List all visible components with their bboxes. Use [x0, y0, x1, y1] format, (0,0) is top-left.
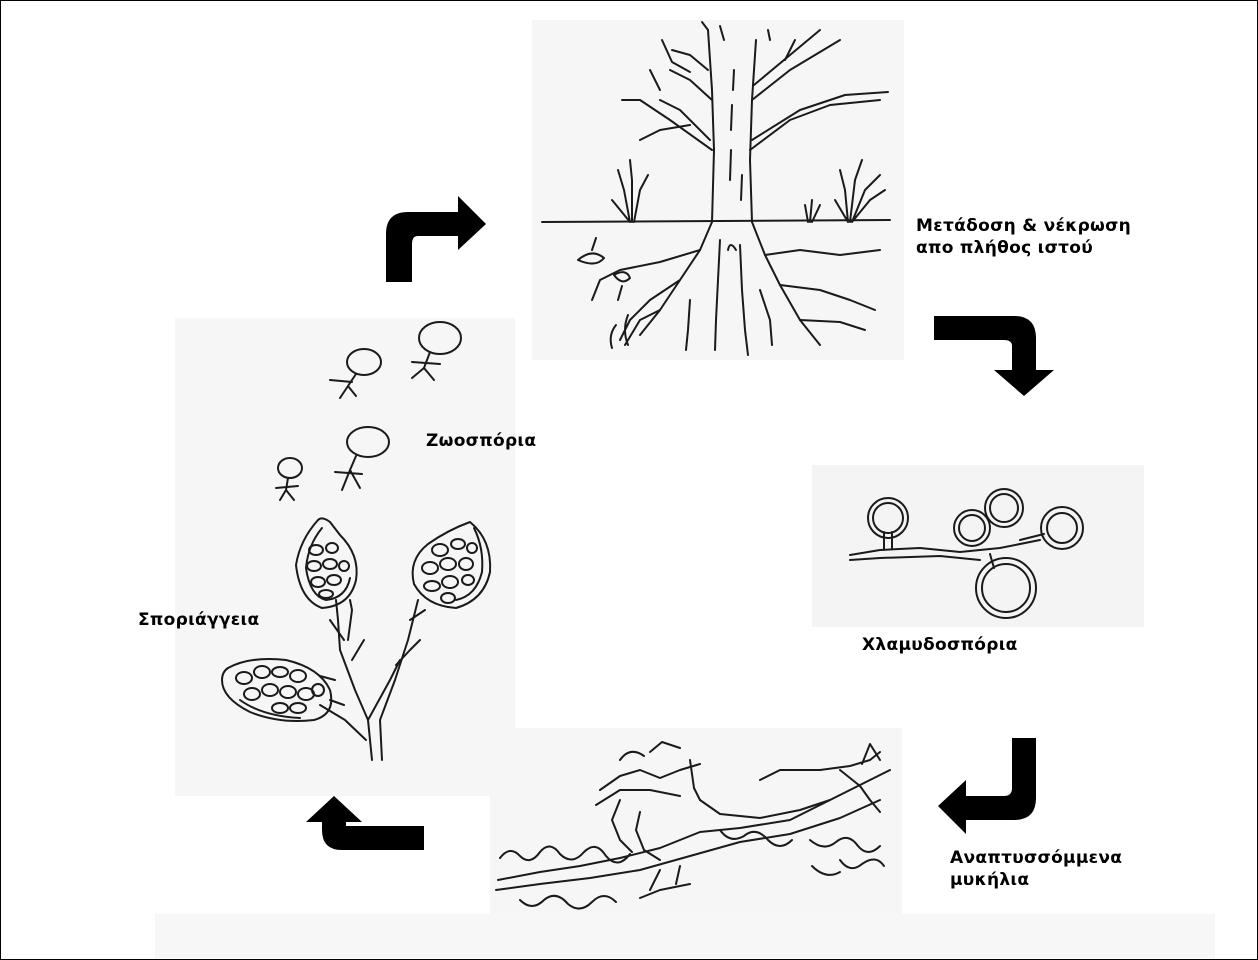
chlamydospores-label: Χλαμυδοσπόρια: [862, 634, 1018, 656]
mycelia-label-line-2: μυκήλια: [950, 869, 1122, 891]
zoospores-label: Ζωοσπόρια: [426, 430, 536, 452]
up-right-arrow-icon: [386, 196, 486, 282]
sporangia-label: Σποριάγγεια: [138, 609, 259, 631]
mycelia-label-line-1: Αναπτυσσόμμενα: [950, 847, 1122, 869]
down-right-arrow-icon: [934, 316, 1054, 396]
left-up-arrow-icon: [306, 796, 424, 850]
tree-panel: [532, 20, 904, 360]
mycelium-panel: [490, 728, 902, 916]
transmission-label-line-2: απο πλήθος ιστού: [916, 237, 1131, 259]
transmission-label-line-1: Μετάδοση & νέκρωση: [916, 215, 1131, 237]
transmission-label: Μετάδοση & νέκρωση απο πλήθος ιστού: [916, 215, 1131, 259]
left-down-arrow-icon: [938, 738, 1036, 834]
bottom-strip: [155, 914, 1215, 958]
mycelia-label: Αναπτυσσόμμενα μυκήλια: [950, 847, 1122, 891]
